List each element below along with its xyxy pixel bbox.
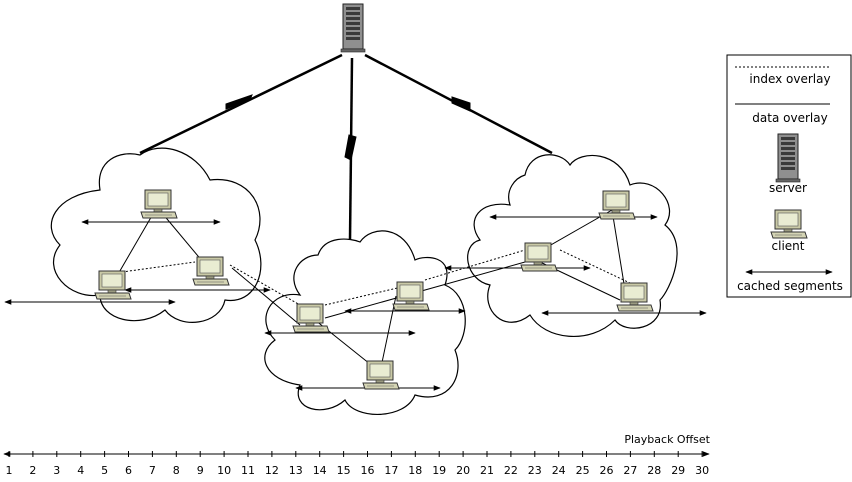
legend-index-overlay: index overlay [749,72,830,86]
axis-tick-label: 7 [149,464,156,477]
axis-tick-label: 26 [600,464,614,477]
axis-tick-label: 14 [313,464,327,477]
axis-tick-label: 1 [6,464,13,477]
axis-tick-label: 19 [432,464,446,477]
axis-tick-label: 9 [197,464,204,477]
legend: index overlay data overlay server client… [726,54,852,298]
axis-tick-label: 4 [77,464,84,477]
axis-tick-label: 13 [289,464,303,477]
axis-tick-label: 2 [29,464,36,477]
axis-tick-label: 28 [647,464,661,477]
axis-tick-label: 24 [552,464,566,477]
legend-client: client [772,239,805,253]
axis-tick-label: 6 [125,464,132,477]
axis-tick-label: 20 [456,464,470,477]
cloud-left [50,147,262,323]
cloud-center [264,230,466,415]
axis-tick-label: 30 [695,464,709,477]
axis-tick-label: 10 [217,464,231,477]
wan-links [139,53,553,241]
legend-server: server [769,181,807,195]
legend-data-overlay: data overlay [752,111,827,125]
axis-tick-label: 29 [671,464,685,477]
axis-tick-label: 21 [480,464,494,477]
index-overlay-links [121,249,631,306]
axis-tick-label: 3 [53,464,60,477]
axis-tick-label: 27 [623,464,637,477]
server-icon [340,3,366,53]
axis-tick-label: 23 [528,464,542,477]
axis-tick-label: 12 [265,464,279,477]
axis-tick-label: 17 [384,464,398,477]
axis-tick-label: 15 [337,464,351,477]
legend-server-icon [775,133,801,183]
axis-tick-label: 22 [504,464,518,477]
legend-cached-segments: cached segments [737,279,843,293]
axis-tick-label: 8 [173,464,180,477]
axis-label: Playback Offset [624,433,710,446]
axis-tick-label: 18 [408,464,422,477]
axis-tick-label: 16 [361,464,375,477]
axis-tick-label: 11 [241,464,255,477]
axis-tick-label: 25 [576,464,590,477]
axis-tick-label: 5 [101,464,108,477]
